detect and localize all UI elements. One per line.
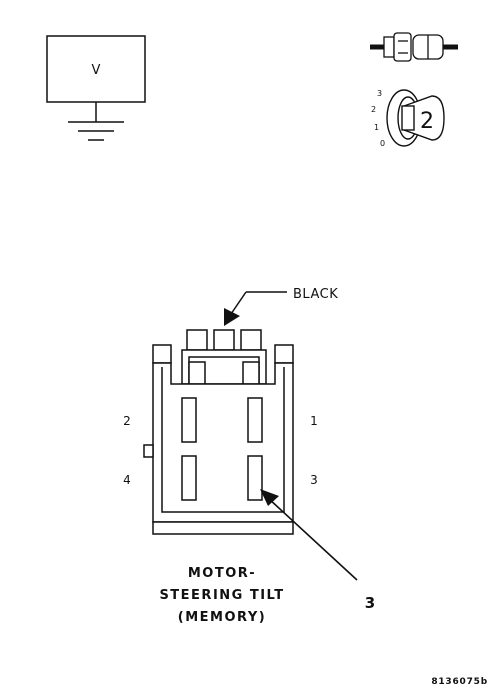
key-position-2: 2: [371, 105, 376, 114]
pin-label-3: 3: [310, 473, 318, 487]
latch-block-right: [240, 329, 262, 351]
pin-label-1: 1: [310, 414, 318, 428]
cavity-4: [181, 455, 197, 501]
cavity-3: [247, 455, 263, 501]
key-position-1: 1: [374, 123, 379, 132]
connector-title-line-3: (MEMORY): [178, 610, 266, 625]
ignition-key-icon: [386, 89, 445, 147]
key-position-0: 0: [380, 139, 385, 148]
latch-block-center: [213, 329, 235, 351]
callout-number: 3: [365, 594, 375, 612]
figure-id: 8136075b: [431, 677, 488, 687]
key-selected-position: 2: [420, 109, 434, 134]
latch-block-left: [186, 329, 208, 351]
voltmeter-label: V: [92, 63, 101, 78]
key-position-3: 3: [377, 89, 382, 98]
connector-inner-wall: [161, 367, 285, 513]
corner-tab-right: [274, 344, 294, 364]
connector-color-leader: [230, 291, 287, 315]
callout-leader: [267, 497, 358, 581]
connector-base: [152, 521, 294, 535]
corner-tab-left: [152, 344, 172, 364]
connector-side-key: [143, 444, 154, 458]
cavity-2: [181, 397, 197, 443]
probe-icon: [370, 32, 458, 62]
pin-label-4: 4: [123, 473, 131, 487]
voltmeter-symbol: [46, 35, 146, 141]
connector-color-label: BLACK: [293, 287, 338, 302]
pin-label-2: 2: [123, 414, 131, 428]
connector-color-arrowhead: [224, 308, 240, 326]
connector-title-line-2: STEERING TILT: [159, 588, 284, 603]
connector-title-line-1: MOTOR-: [188, 566, 256, 581]
callout-arrowhead: [260, 489, 279, 506]
cavity-1: [247, 397, 263, 443]
pin-cavities: [181, 397, 263, 501]
